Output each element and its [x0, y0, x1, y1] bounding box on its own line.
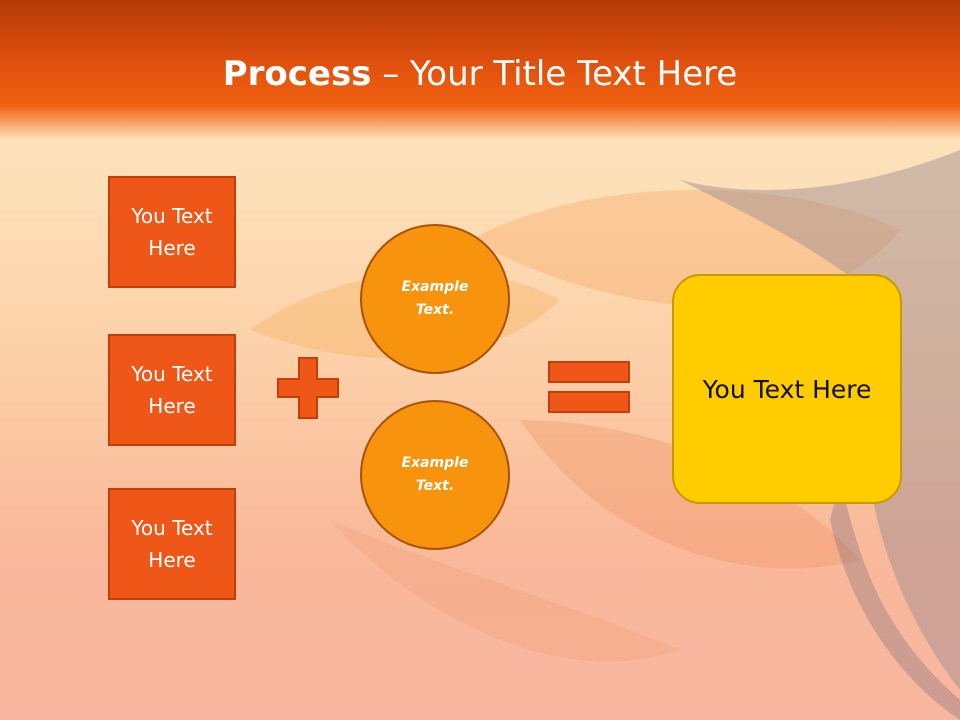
title-bold: Process — [222, 54, 372, 94]
circle-2: Example Text. — [360, 400, 510, 550]
circle-label: Example Text. — [401, 455, 469, 494]
input-box-2: You Text Here — [108, 334, 236, 446]
title-rest: – Your Title Text Here — [371, 54, 738, 94]
input-box-1: You Text Here — [108, 176, 236, 288]
input-box-label: You Text Here — [131, 204, 213, 260]
equals-icon — [548, 361, 630, 413]
circle-label: Example Text. — [401, 279, 469, 318]
circle-1: Example Text. — [360, 224, 510, 374]
slide-title: Process – Your Title Text Here — [0, 52, 960, 96]
result-box: You Text Here — [672, 274, 902, 504]
input-box-label: You Text Here — [131, 362, 213, 418]
input-box-label: You Text Here — [131, 516, 213, 572]
result-label: You Text Here — [702, 374, 872, 404]
title-bar — [0, 0, 960, 140]
plus-icon — [277, 357, 339, 419]
input-box-3: You Text Here — [108, 488, 236, 600]
